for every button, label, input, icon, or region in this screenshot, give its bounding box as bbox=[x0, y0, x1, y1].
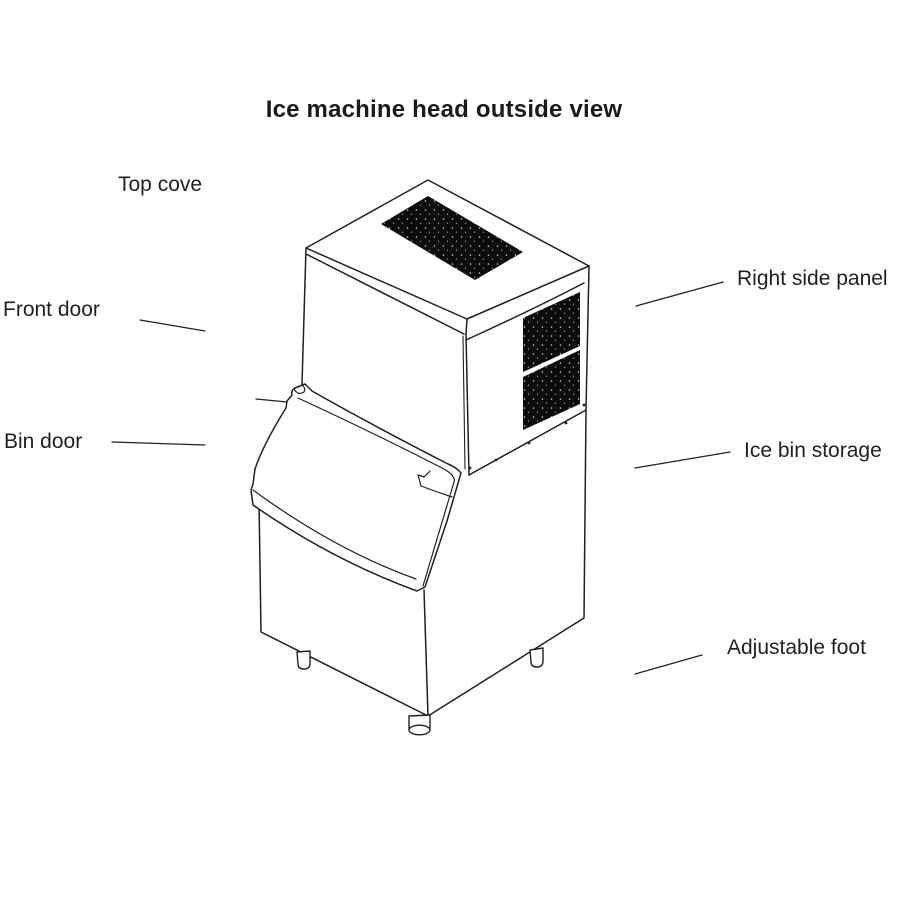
label-bin-door: Bin door bbox=[4, 430, 83, 453]
right-vent-grille-lower bbox=[523, 350, 580, 430]
right-vent-grille-upper bbox=[523, 292, 580, 372]
leader-front-door bbox=[139, 319, 206, 332]
bin-door-bottom-rail-inner bbox=[252, 489, 417, 580]
label-front-door: Front door bbox=[3, 298, 100, 321]
label-top-cover: Top cove bbox=[118, 173, 203, 196]
top-cover-lip-right bbox=[465, 282, 585, 341]
adjustable-foot-left bbox=[296, 650, 311, 670]
top-vent-grille bbox=[381, 196, 523, 280]
bin-front-corner-edge bbox=[423, 589, 429, 717]
leader-right-side-panel bbox=[635, 281, 724, 307]
label-right-side-panel: Right side panel bbox=[737, 267, 888, 290]
leader-adjustable-foot bbox=[634, 654, 703, 675]
bin-door-top-rail-inner bbox=[297, 397, 455, 587]
bin-door-panel bbox=[250, 383, 462, 592]
adjustable-foot-right bbox=[529, 647, 544, 668]
figure-title: Ice machine head outside view bbox=[265, 96, 623, 123]
leader-bin-door bbox=[111, 441, 206, 446]
label-ice-bin-storage: Ice bin storage bbox=[744, 439, 882, 462]
bin-top-left-edge bbox=[255, 398, 288, 403]
head-front-edge-inner bbox=[462, 335, 466, 470]
top-cover-lip-left bbox=[305, 253, 465, 335]
head-front-edge bbox=[465, 333, 470, 476]
leader-lines bbox=[111, 281, 731, 675]
head-right-edge bbox=[585, 265, 590, 411]
leader-ice-bin-storage bbox=[634, 451, 731, 469]
rivet-dots bbox=[468, 403, 586, 470]
adjustable-feet bbox=[296, 647, 544, 736]
adjustable-foot-front-rim bbox=[408, 724, 431, 736]
bin-door-latch-notch bbox=[417, 470, 453, 498]
bin-door-hinge-tab-detail bbox=[293, 385, 306, 395]
label-adjustable-foot: Adjustable foot bbox=[727, 636, 866, 659]
head-left-edge bbox=[301, 247, 307, 385]
head-bottom-edge bbox=[468, 409, 587, 476]
top-cover-front-corner-tick bbox=[465, 318, 468, 335]
machine-head bbox=[301, 179, 590, 476]
bin-door-outline bbox=[250, 383, 462, 592]
